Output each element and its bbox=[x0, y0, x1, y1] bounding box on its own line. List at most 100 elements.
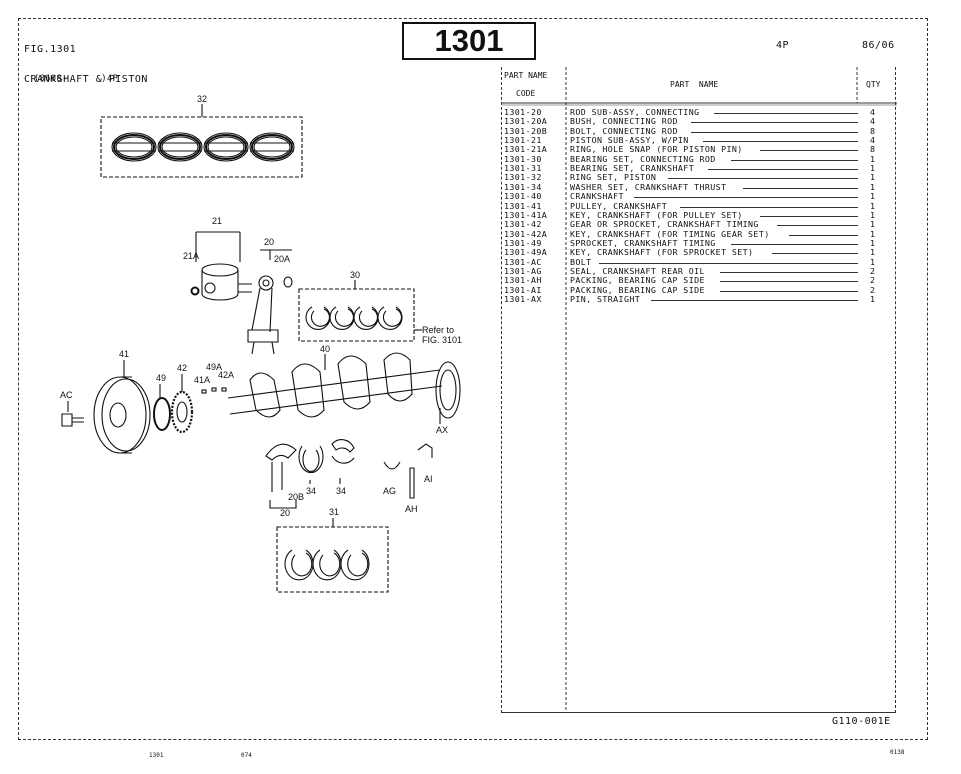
leader-line bbox=[760, 215, 858, 217]
col-header-code-line1: PART NAME bbox=[504, 71, 548, 80]
table-rules bbox=[502, 67, 897, 713]
label-21: 21 bbox=[212, 216, 222, 226]
rod-cap-and-bolts bbox=[265, 443, 297, 492]
label-20B: 20B bbox=[288, 492, 304, 502]
label-31: 31 bbox=[329, 507, 339, 517]
leader-line bbox=[668, 178, 858, 180]
part-name: BUSH, CONNECTING ROD bbox=[570, 116, 678, 127]
figure-title: CRANKSHAFT & PISTON bbox=[24, 74, 148, 85]
col-header-qty: QTY bbox=[866, 80, 881, 89]
part-qty: 1 bbox=[870, 181, 876, 192]
footer-ref-1: 1301 bbox=[149, 752, 164, 759]
oil-seal-packing bbox=[383, 443, 433, 499]
part-code: 1301-21A bbox=[504, 144, 548, 155]
leader-line bbox=[599, 262, 858, 264]
part-name: PACKING, BEARING CAP SIDE bbox=[570, 284, 705, 295]
leader-line bbox=[714, 113, 858, 114]
part-code: 1301-41 bbox=[504, 200, 542, 211]
crank-bearing-box bbox=[276, 526, 389, 593]
parts-row: 1301-30 BEARING SET, CONNECTING ROD 1 bbox=[504, 153, 894, 164]
part-code: 1301-21 bbox=[504, 135, 542, 146]
label-40: 40 bbox=[320, 344, 330, 354]
part-name: CRANKSHAFT bbox=[570, 191, 624, 202]
part-name: ROD SUB-ASSY, CONNECTING bbox=[570, 107, 700, 117]
part-name: RING, HOLE SNAP (FOR PISTON PIN) bbox=[570, 144, 743, 155]
crankshaft bbox=[227, 352, 461, 419]
part-qty: 2 bbox=[870, 284, 876, 295]
part-name: BOLT bbox=[570, 256, 592, 267]
part-code: 1301-31 bbox=[504, 163, 542, 174]
label-41A: 41A bbox=[194, 375, 210, 385]
label-49A: 49A bbox=[206, 362, 222, 372]
part-qty: 1 bbox=[870, 219, 876, 230]
leader-line bbox=[691, 131, 858, 133]
part-qty: 8 bbox=[870, 125, 876, 136]
label-42: 42 bbox=[177, 363, 187, 373]
piston-rings bbox=[111, 132, 295, 162]
rod-bearing-box bbox=[298, 288, 415, 342]
figure-id: FIG.1301 bbox=[24, 44, 77, 55]
refer-note-line2: FIG. 3101 bbox=[422, 335, 462, 345]
engine-code: 4P bbox=[776, 40, 790, 51]
label-20-lower: 20 bbox=[280, 508, 290, 518]
label-34-right: 34 bbox=[336, 486, 346, 496]
part-qty: 2 bbox=[870, 275, 876, 286]
label-30: 30 bbox=[350, 270, 360, 280]
figure-caption: FIG.1301 CRANKSHAFT & PISTON bbox=[24, 25, 148, 95]
leader-line bbox=[742, 187, 858, 189]
rod-bearings bbox=[305, 306, 403, 330]
label-42A: 42A bbox=[218, 370, 234, 380]
part-qty: 1 bbox=[870, 209, 876, 220]
snap-ring bbox=[190, 286, 200, 296]
part-qty: 1 bbox=[870, 228, 876, 239]
part-name: KEY, CRANKSHAFT (FOR SPROCKET SET) bbox=[570, 247, 754, 258]
parts-row: 1301-AI PACKING, BEARING CAP SIDE 2 bbox=[504, 284, 894, 295]
leader-line bbox=[788, 234, 858, 236]
part-qty: 1 bbox=[870, 191, 876, 202]
part-qty: 1 bbox=[870, 163, 876, 174]
leader-line bbox=[771, 253, 858, 255]
part-code: 1301-40 bbox=[504, 191, 542, 202]
part-qty: 1 bbox=[870, 237, 876, 248]
parts-row: 1301-49A KEY, CRANKSHAFT (FOR SPROCKET SE… bbox=[504, 247, 894, 258]
parts-row: 1301-AG SEAL, CRANKSHAFT REAR OIL 2 bbox=[504, 265, 894, 276]
label-AX: AX bbox=[436, 425, 448, 435]
applicability-note: (8608- )4P bbox=[34, 74, 119, 84]
leader-line bbox=[731, 159, 858, 161]
part-qty: 1 bbox=[870, 172, 876, 183]
part-qty: 4 bbox=[870, 135, 876, 146]
label-AI: AI bbox=[424, 474, 433, 484]
part-name: GEAR OR SPROCKET, CRANKSHAFT TIMING bbox=[570, 219, 759, 230]
part-code: 1301-20B bbox=[504, 125, 548, 136]
leader-line bbox=[650, 300, 858, 301]
part-code: 1301-AG bbox=[504, 265, 542, 276]
rod-bush bbox=[283, 276, 293, 288]
part-name: PIN, STRAIGHT bbox=[570, 294, 641, 304]
label-41: 41 bbox=[119, 349, 129, 359]
part-code: 1301-AI bbox=[504, 284, 542, 295]
part-code: 1301-32 bbox=[504, 172, 542, 183]
part-code: 1301-49A bbox=[504, 247, 548, 258]
leader-line bbox=[719, 281, 858, 283]
crank-bearings bbox=[284, 549, 370, 581]
part-qty: 2 bbox=[870, 265, 876, 276]
footer-ref-2: 074 bbox=[241, 752, 252, 759]
label-34-left: 34 bbox=[306, 486, 316, 496]
part-name: SEAL, CRANKSHAFT REAR OIL bbox=[570, 265, 705, 276]
label-32: 32 bbox=[197, 94, 207, 104]
label-21A: 21A bbox=[183, 251, 199, 261]
part-name: BEARING SET, CONNECTING ROD bbox=[570, 153, 716, 164]
part-name: KEY, CRANKSHAFT (FOR TIMING GEAR SET) bbox=[570, 228, 770, 239]
leader-line bbox=[731, 243, 858, 245]
sheet-code: G110-001E bbox=[832, 716, 891, 727]
part-qty: 1 bbox=[870, 153, 876, 164]
part-code: 1301-30 bbox=[504, 153, 542, 164]
part-qty: 8 bbox=[870, 144, 876, 155]
